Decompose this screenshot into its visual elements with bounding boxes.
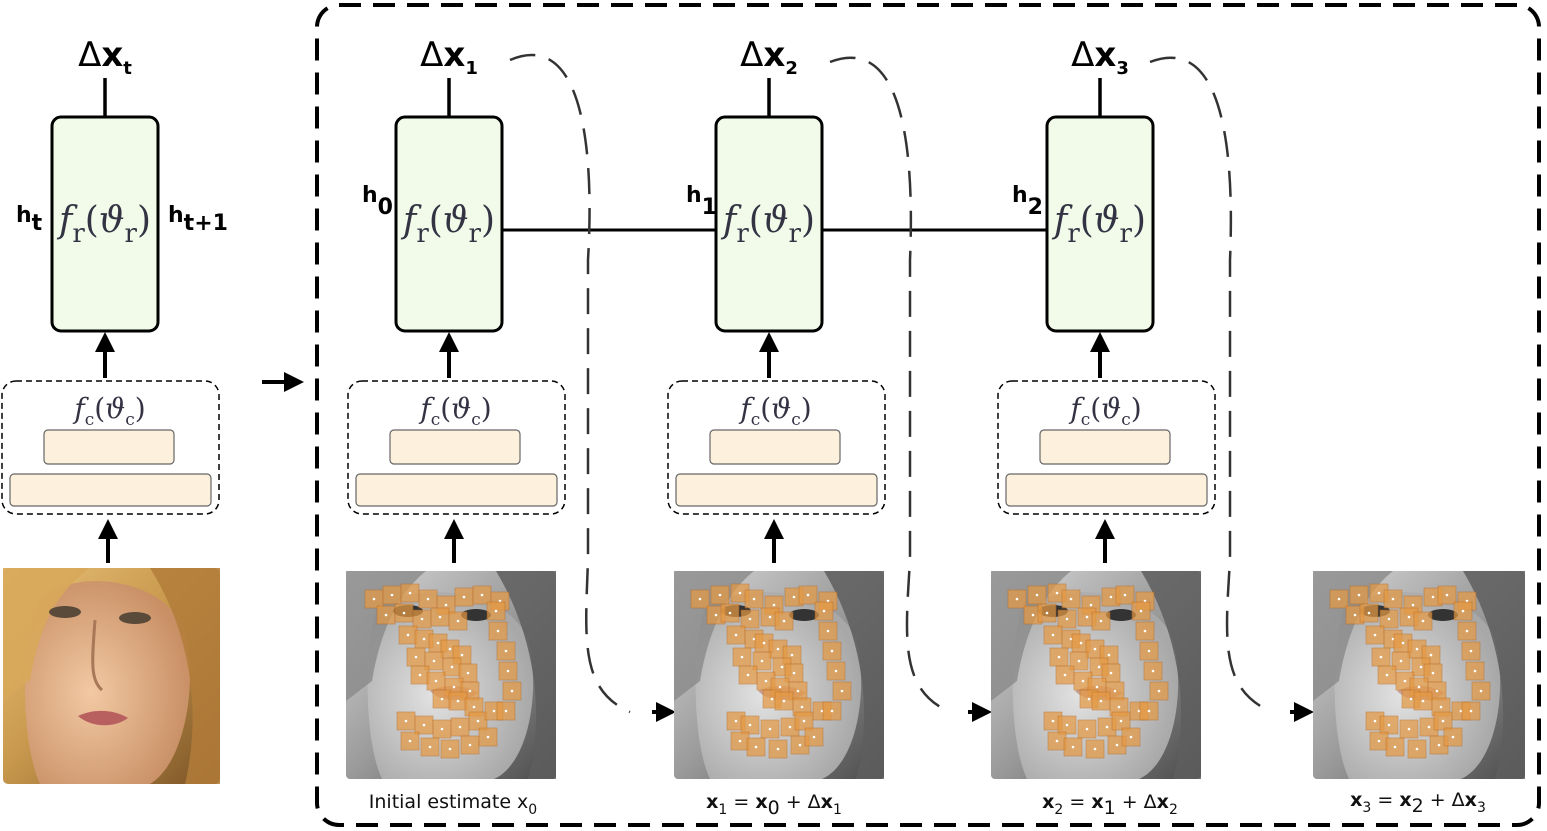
step-caption: x1 = x0 + Δx1 [706,791,842,819]
step-recurrent-fn: fr(ϑr) [1051,200,1146,249]
step-hidden-label: h1 [686,183,717,220]
step-conv-container [347,380,566,515]
step-conv-container [667,380,886,515]
standalone-conv-fn: fc(ϑc) [72,392,145,430]
step-conv-layer-bottom [355,473,558,507]
step-recurrent-fn: fr(ϑr) [400,200,495,249]
standalone-conv-layer-top [43,429,175,465]
step-conv-layer-bottom [1005,473,1208,507]
step-caption: Initial estimate x0 [369,791,537,818]
step-recurrent-box [1045,115,1155,333]
step-conv-fn: fc(ϑc) [1068,392,1141,430]
step-hidden-label: h2 [1012,183,1043,220]
final-caption: x3 = x2 + Δx3 [1350,789,1486,817]
step-conv-layer-bottom [675,473,878,507]
input-face-photo [3,568,220,784]
unrolled-container [315,3,1541,827]
feedback-curve-2 [829,56,951,714]
standalone-conv-layer-bottom [9,473,212,507]
step-face-photo [674,571,884,779]
step-conv-layer-top [1039,429,1171,465]
step-face-photo [346,571,556,779]
standalone-conv-container [1,380,220,515]
standalone-block: Δxt fr(ϑr) ht ht+1 fc(ϑc) [1,35,228,784]
step-caption: x2 = x1 + Δx2 [1042,791,1178,819]
step-conv-fn: fc(ϑc) [738,392,811,430]
step-hidden-label: h0 [362,183,393,220]
step-3: Δx3 fr(ϑr)h2 fc(ϑc) x2 = x1 + Δx2 [991,35,1216,819]
step-output-label: Δx1 [420,35,478,79]
standalone-recurrent-box [50,115,160,333]
step-conv-layer-top [389,429,521,465]
standalone-hidden-in: ht [16,203,43,236]
step-output-label: Δx3 [1071,35,1129,79]
step-recurrent-box [714,115,824,333]
step-recurrent-box [394,115,504,333]
step-1: Δx1 fr(ϑr)h0 fc(ϑc) Initial estimate x0 [346,35,566,818]
step-conv-container [997,380,1216,515]
final-estimate: x3 = x2 + Δx3 [1313,571,1525,817]
standalone-recurrent-fn: fr(ϑr) [56,200,151,249]
standalone-output-label: Δxt [78,35,132,79]
step-output-label: Δx2 [740,35,798,79]
final-face-photo [1313,571,1525,779]
feedback-curve-1 [509,53,631,714]
step-conv-fn: fc(ϑc) [418,392,491,430]
standalone-hidden-out: ht+1 [168,203,228,236]
feedback-curve-3 [1149,56,1273,714]
step-conv-layer-top [709,429,841,465]
step-face-photo [991,571,1201,779]
